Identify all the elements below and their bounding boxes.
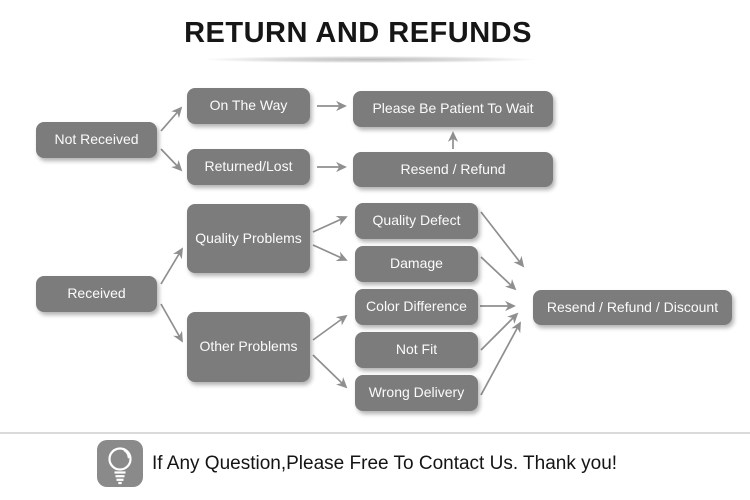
node-not-received: Not Received: [36, 122, 157, 158]
edge-received-quality-problems: [160, 247, 183, 285]
edge-wrong-delivery-discount: [480, 321, 521, 396]
edge-other-problems-color-difference: [312, 314, 348, 341]
edge-not-fit-discount: [480, 312, 519, 351]
node-received: Received: [36, 276, 157, 312]
node-please-be-patient: Please Be Patient To Wait: [353, 91, 553, 127]
title-underline-shadow: [155, 54, 585, 65]
node-on-the-way: On The Way: [187, 88, 310, 124]
page-title: RETURN AND REFUNDS: [184, 17, 532, 49]
node-returned-lost: Returned/Lost: [187, 149, 310, 185]
node-other-problems: Other Problems: [187, 312, 310, 382]
node-quality-problems: Quality Problems: [187, 204, 310, 273]
edge-not-received-returned-lost: [160, 148, 183, 172]
node-resend-refund-discount: Resend / Refund / Discount: [533, 290, 732, 325]
node-quality-defect: Quality Defect: [355, 203, 478, 239]
node-damage: Damage: [355, 246, 478, 282]
node-not-fit: Not Fit: [355, 332, 478, 368]
edge-quality-problems-damage: [312, 244, 348, 261]
node-resend-refund: Resend / Refund: [353, 152, 553, 187]
footer-divider: [0, 432, 750, 434]
edge-other-problems-wrong-delivery: [312, 354, 348, 389]
edge-not-received-on-the-way: [160, 106, 183, 132]
edge-quality-defect-discount: [480, 211, 525, 268]
edge-received-other-problems: [160, 303, 183, 343]
light-bulb-icon: [97, 440, 143, 487]
node-wrong-delivery: Wrong Delivery: [355, 375, 478, 411]
node-color-difference: Color Difference: [355, 289, 478, 325]
edge-damage-discount: [480, 256, 517, 291]
footer-message: If Any Question,Please Free To Contact U…: [152, 452, 618, 474]
edge-quality-problems-quality-defect: [312, 216, 348, 233]
